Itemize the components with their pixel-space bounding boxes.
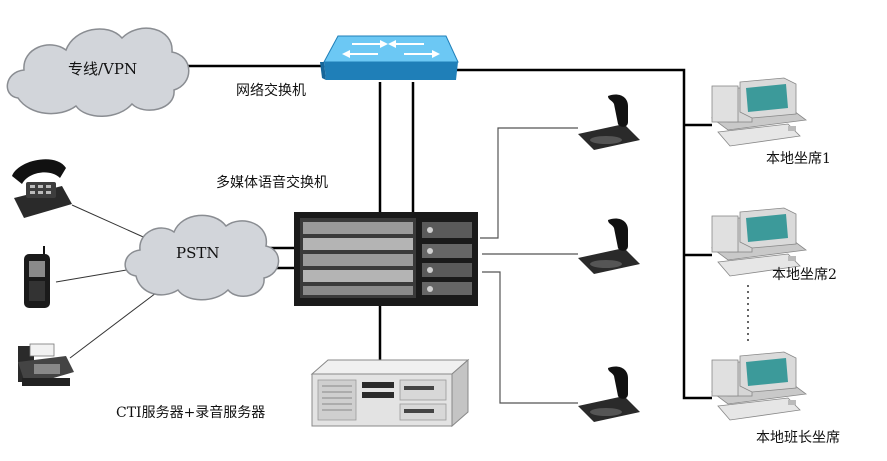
mobile-phone-icon — [24, 246, 50, 308]
network-switch-label: 网络交换机 — [236, 82, 306, 99]
ip-phone-2 — [578, 218, 640, 274]
seat-2-label: 本地坐席2 — [772, 267, 837, 283]
vpn-cloud-label: 专线/VPN — [68, 60, 137, 78]
mobile-phone — [24, 246, 50, 308]
seat-1: 本地坐席1 — [710, 77, 831, 167]
server-icon — [310, 358, 470, 428]
cti-server-label: CTI服务器+录音服务器 — [116, 404, 265, 421]
network-switch: 网络交换机 — [236, 35, 459, 99]
connection-lines — [55, 64, 749, 404]
multimedia-switch: 多媒体语音交换机 — [216, 174, 478, 306]
fax-machine-icon — [18, 343, 74, 386]
ip-phone-1 — [578, 94, 640, 150]
ip-phone-icon — [578, 366, 640, 422]
line-pbx-phone3 — [482, 271, 578, 404]
ip-phone-icon — [578, 218, 640, 274]
multimedia-switch-label: 多媒体语音交换机 — [216, 174, 328, 191]
team-leader-seat: 本地班长坐席 — [710, 351, 840, 446]
desk-phone — [12, 159, 72, 218]
seat-2: 本地坐席2 — [710, 207, 837, 283]
line-mobile-pstn — [55, 267, 139, 283]
workstation-icon — [710, 77, 808, 147]
cloud-icon — [6, 27, 190, 117]
line-deskphone-pstn — [71, 204, 151, 241]
cloud-icon — [124, 214, 280, 301]
line-pbx-phone1 — [480, 127, 578, 239]
pstn-cloud-label: PSTN — [176, 244, 220, 262]
desk-phone-icon — [12, 159, 72, 218]
cti-server: CTI服务器+录音服务器 — [116, 358, 470, 428]
line-fax-pstn — [69, 289, 161, 359]
multimedia-switch-icon — [294, 212, 478, 306]
line-switch-seat-bus — [455, 68, 712, 400]
pstn-cloud: PSTN — [124, 214, 280, 301]
fax-machine — [18, 343, 74, 386]
workstation-icon — [710, 207, 808, 277]
network-switch-icon — [320, 35, 459, 80]
workstation-icon — [710, 351, 808, 421]
ip-phone-3 — [578, 366, 640, 422]
team-leader-seat-label: 本地班长坐席 — [756, 430, 840, 446]
vpn-cloud: 专线/VPN — [6, 27, 190, 117]
seat-1-label: 本地坐席1 — [766, 151, 831, 167]
ip-phone-icon — [578, 94, 640, 150]
